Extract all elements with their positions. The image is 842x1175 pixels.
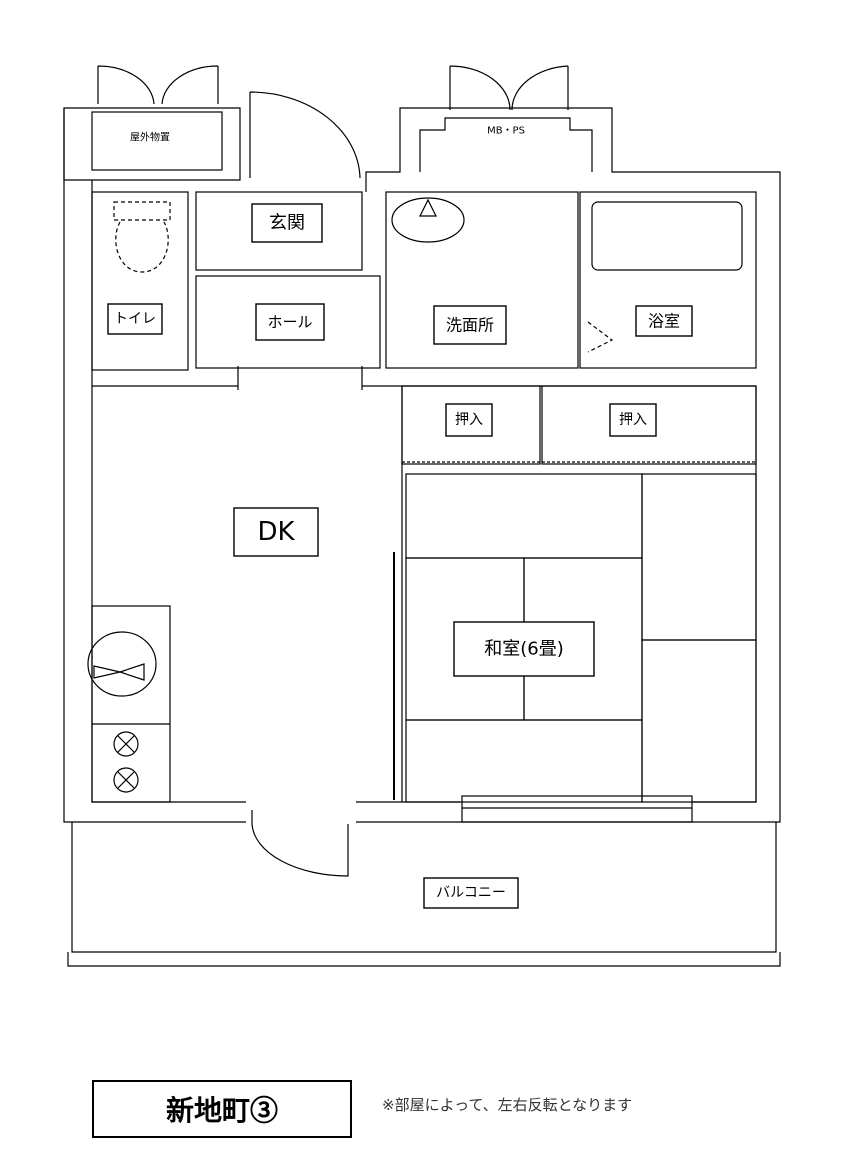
storage-door [97, 65, 219, 105]
washitsu-label: 和室(6畳) [484, 639, 564, 660]
mbps-box [419, 117, 593, 172]
stove-burner-1 [113, 731, 139, 757]
property-title: 新地町③ [92, 1080, 352, 1138]
closet2-label: 押入 [619, 412, 647, 428]
storage-box [91, 111, 223, 171]
stove-burner-2 [113, 767, 139, 793]
kitchen-counter [91, 605, 171, 803]
balcony-label: バルコニー [436, 885, 506, 901]
bath-door [587, 321, 614, 353]
balcony [67, 822, 781, 967]
toilet-label: トイレ [114, 311, 156, 327]
hall-passage [237, 366, 363, 390]
flip-note: ※部屋によって、左右反転となります [382, 1096, 633, 1114]
hall-label: ホール [267, 313, 312, 331]
sink [391, 197, 465, 243]
mbps-door [449, 65, 569, 111]
hall-area [195, 275, 381, 369]
bath-area [579, 191, 757, 369]
exterior-wall [63, 107, 241, 181]
washroom-area [385, 191, 579, 369]
mbps-label: MB・PS [487, 126, 525, 137]
dk-label: DK [257, 517, 295, 547]
balcony-door [251, 810, 349, 877]
bath-label: 浴室 [648, 312, 680, 331]
kitchen-sink [87, 631, 157, 697]
storage-label: 屋外物置 [130, 131, 170, 144]
balcony-window [461, 795, 693, 823]
sink-mark [419, 198, 437, 217]
entrance-area [195, 191, 363, 271]
toilet-bowl [113, 201, 171, 273]
toilet-room [91, 191, 189, 371]
kitchen-faucet [93, 663, 145, 681]
entrance-door [249, 91, 361, 179]
entrance-label: 玄関 [269, 213, 305, 234]
washroom-label: 洗面所 [446, 316, 494, 335]
closet-2 [541, 385, 757, 465]
inner-wall-outline [91, 180, 757, 803]
closet1-label: 押入 [455, 412, 483, 428]
exterior-wall-outline [63, 107, 781, 823]
bathtub [591, 201, 743, 271]
